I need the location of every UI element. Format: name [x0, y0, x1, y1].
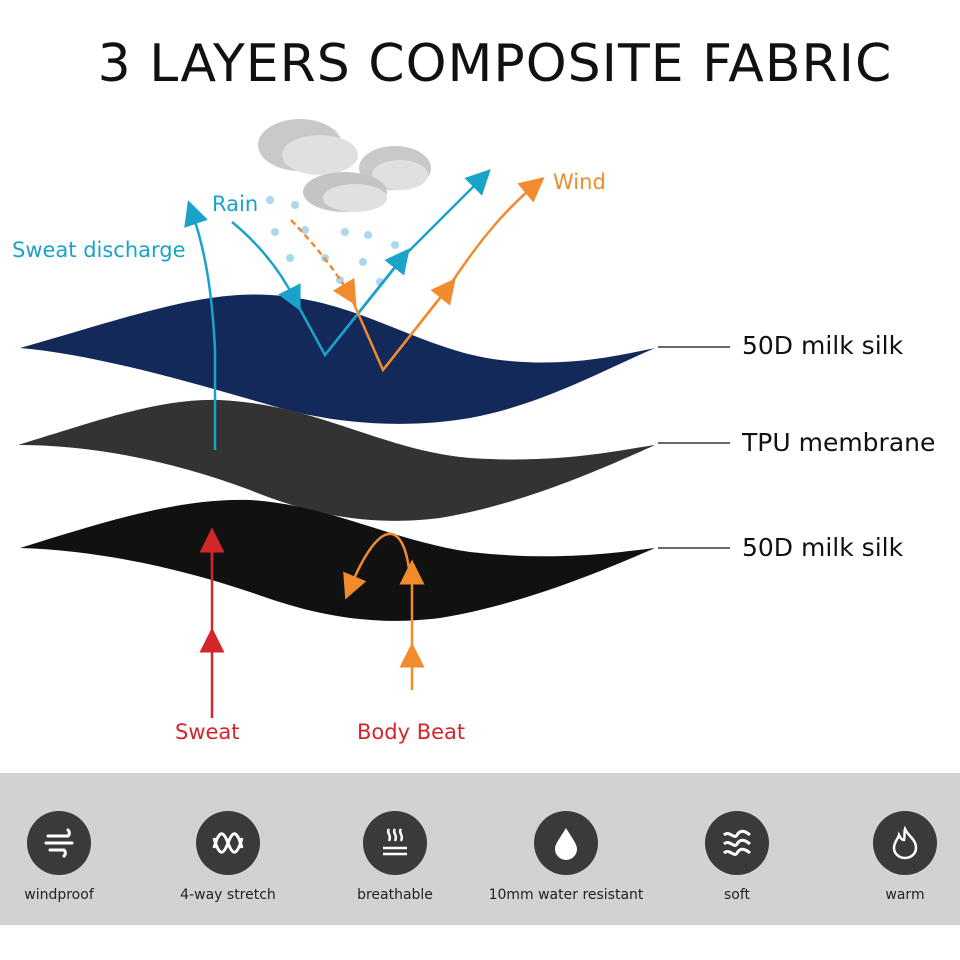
flame-icon: [873, 811, 937, 875]
layer-label-bottom: 50D milk silk: [742, 533, 904, 562]
layer-label-top: 50D milk silk: [742, 331, 904, 360]
feature-stretch: 4-way stretch: [143, 811, 313, 903]
silk-layer-bottom: [20, 499, 655, 621]
rain-arrow: [231, 221, 301, 312]
layer-label-middle: TPU membrane: [742, 428, 936, 457]
soft-waves-icon: [705, 811, 769, 875]
feature-label: warm: [885, 887, 925, 903]
clouds-icon: [258, 119, 431, 212]
body-beat-label: Body Beat: [357, 720, 466, 744]
leader-lines: [658, 346, 730, 549]
feature-water-resistant: 10mm water resistant: [481, 811, 651, 903]
silk-layer-top: [20, 294, 655, 424]
wind-label: Wind: [553, 170, 606, 194]
sweat-discharge-label: Sweat discharge: [12, 238, 186, 262]
sweat-discharge-arrow: [184, 200, 217, 450]
features-strip: windproof 4-way stretch breathable 10mm …: [0, 773, 960, 925]
stretch-icon: [196, 811, 260, 875]
sweat-label: Sweat: [175, 720, 240, 744]
heat-waves-icon: [363, 811, 427, 875]
feature-label: windproof: [24, 887, 94, 903]
feature-label: 10mm water resistant: [488, 887, 644, 903]
feature-label: breathable: [357, 887, 433, 903]
feature-label: 4-way stretch: [180, 887, 276, 903]
feature-warm: warm: [820, 811, 960, 903]
wind-mid-arrow: [382, 278, 456, 371]
page-title: 3 LAYERS COMPOSITE FABRIC: [97, 34, 893, 94]
wind-icon: [27, 811, 91, 875]
tpu-membrane-layer: [18, 399, 655, 521]
feature-soft: soft: [652, 811, 822, 903]
water-drop-icon: [534, 811, 598, 875]
rain-label: Rain: [212, 192, 259, 216]
body-heat-reflect-arrow: [343, 532, 412, 600]
feature-windproof: windproof: [0, 811, 144, 903]
feature-label: soft: [723, 887, 751, 903]
wind-in-arrow: [290, 219, 357, 306]
rain-reflect-mid: [324, 248, 410, 356]
feature-breathable: breathable: [310, 811, 480, 903]
